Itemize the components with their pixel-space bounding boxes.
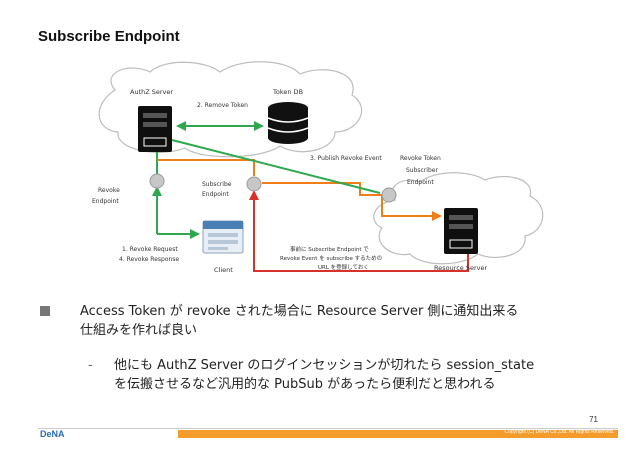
dash-bullet: - [88,358,93,373]
bullet-main-line-2: 仕組みを作れば良い [80,323,198,338]
bullet-sub-line-1: 他にも AuthZ Server のログインセッションが切れたら session… [114,358,535,373]
bullet-list: Access Token が revoke された場合に Resource Se… [38,302,618,394]
pre-register-arrow [249,190,469,272]
page-number: 71 [589,415,598,424]
bullet-main: Access Token が revoke された場合に Resource Se… [38,302,618,340]
client-label: Client [214,266,233,274]
authz-to-subscriber-line [171,139,381,194]
revoke-endpoint-label-2: Endpoint [92,198,119,205]
resource-server-icon [444,208,478,254]
subscriber-label-3: Endpoint [407,179,434,186]
revoke-request-label: 1. Revoke Request [122,246,178,253]
token-db-label: Token DB [272,88,303,96]
copyright-text: Copyright (C) DeNA Co.,Ltd. All Rights R… [504,429,615,435]
remove-token-label: 2. Remove Token [197,102,248,109]
bullet-sub-line-2: を伝搬させるなど汎用的な PubSub があったら便利だと思われる [114,377,496,392]
pre-register-label-1: 事前に Subscribe Endpoint で [290,245,369,253]
revoke-endpoint-node [149,173,165,189]
client-app-icon [202,220,244,254]
dena-logo: DeNA [40,429,65,439]
revoke-endpoint-label-1: Revoke [98,187,120,194]
database-icon [267,102,309,144]
pre-register-label-3: URL を登録しておく [318,263,369,271]
bullet-sub: - 他にも AuthZ Server のログインセッションが切れたら sessi… [38,356,618,394]
revoke-response-label: 4. Revoke Response [119,256,179,263]
slide-title: Subscribe Endpoint [38,28,180,45]
authz-server-label: AuthZ Server [130,88,173,96]
bullet-main-line-1: Access Token が revoke された場合に Resource Se… [80,304,519,319]
subscribe-endpoint-node [246,176,262,192]
authz-server-icon [138,106,172,152]
square-bullet-icon [40,306,50,316]
pre-register-label-2: Revoke Event を subscribe するための [280,255,382,262]
publish-event-arrow [157,159,255,176]
footer-divider [38,428,618,429]
copyright-bar: Copyright (C) DeNA Co.,Ltd. All Rights R… [178,429,618,438]
architecture-diagram: AuthZ Server Token DB 2. Remove Token 3.… [92,61,544,274]
subscribe-endpoint-label-1: Subscribe [202,181,232,188]
subscriber-label-2: Subscriber [406,167,438,174]
subscriber-endpoint-node [381,187,397,203]
resource-server-label: Resource Server [434,264,488,272]
publish-event-label: 3. Publish Revoke Event [310,155,382,162]
subscriber-label-1: Revoke Token [400,155,441,162]
subscribe-endpoint-label-2: Endpoint [202,191,229,198]
